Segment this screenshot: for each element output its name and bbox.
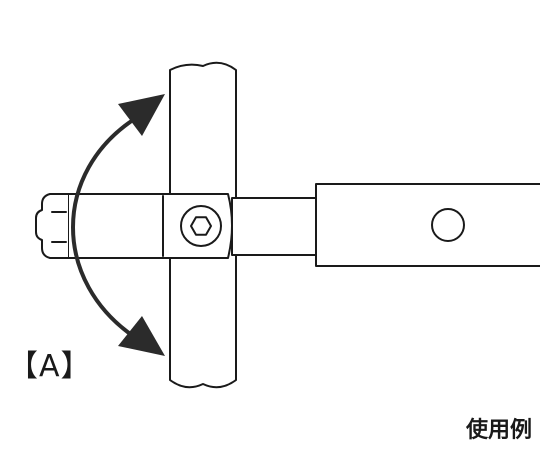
vertical-handle-bar (169, 61, 237, 389)
tube-hole (431, 208, 465, 242)
handle-tube (315, 183, 540, 267)
connecting-shaft (231, 197, 317, 256)
hex-socket-hexagon (190, 216, 212, 236)
arrowhead-down (118, 316, 165, 356)
double-headed-curved-arrow (71, 94, 165, 356)
arrowhead-up (118, 94, 165, 136)
socket-tip (35, 193, 69, 259)
usage-example-caption: 使用例 (465, 418, 532, 443)
view-label-a: 【A】 (8, 349, 92, 384)
hex-socket-icon (180, 205, 222, 247)
